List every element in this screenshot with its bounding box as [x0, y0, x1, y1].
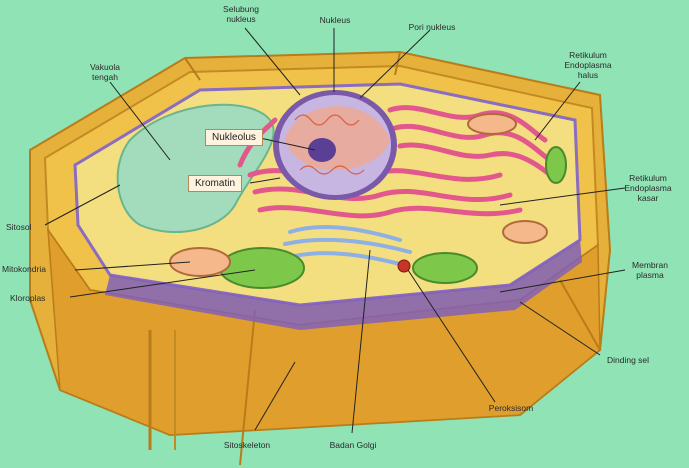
leader-lines [44, 27, 626, 434]
label-nukleolus: Nukleolus [205, 129, 263, 146]
label-kloroplas: Kloroplas [10, 293, 46, 303]
label-nukleus: Nukleus [319, 15, 351, 25]
plasma-membrane [105, 240, 582, 330]
label-sitoskeleton: Sitoskeleton [223, 440, 271, 450]
golgi-apparatus [283, 224, 412, 266]
label-peroksisom: Peroksisom [488, 403, 534, 413]
label-badan-golgi: Badan Golgi [329, 440, 377, 450]
nucleolus-body [308, 138, 336, 162]
mitochondria [169, 113, 548, 277]
label-sitosol: Sitosol [6, 222, 32, 232]
nucleus [273, 90, 397, 200]
label-dinding-sel: Dinding sel [606, 355, 650, 365]
peroxisome [397, 259, 411, 273]
label-mitokondria: Mitokondria [2, 264, 46, 274]
label-kromatin: Kromatin [188, 175, 243, 192]
label-pori-nukleus: Pori nukleus [408, 22, 456, 32]
chloroplasts [219, 146, 567, 289]
